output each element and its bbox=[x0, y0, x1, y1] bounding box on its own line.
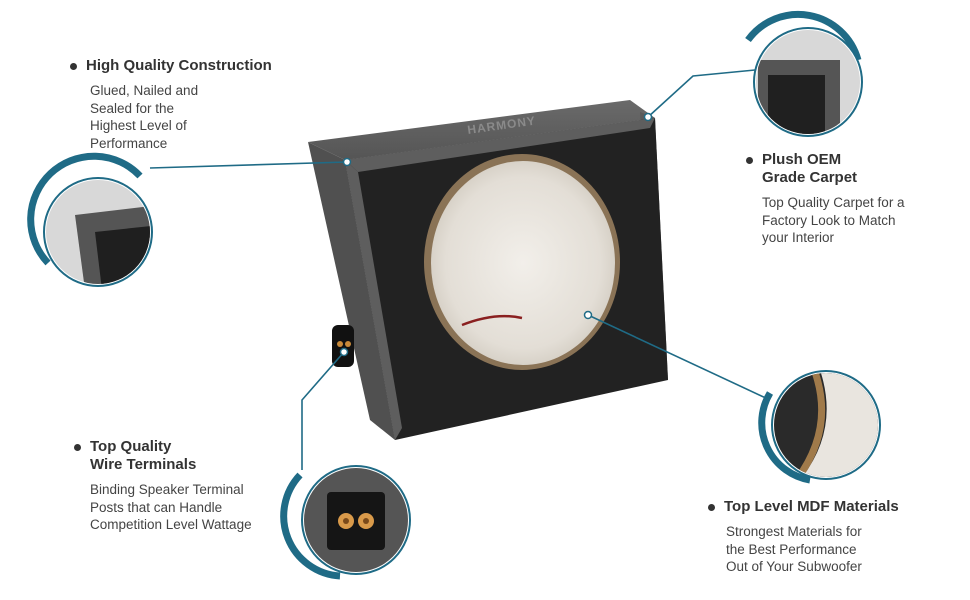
zoom-circle-terminals bbox=[280, 465, 411, 580]
side-terminal-cup bbox=[332, 325, 354, 367]
bullet-icon bbox=[74, 444, 81, 451]
text-line: the Best Performance bbox=[726, 541, 857, 557]
feature-mdf: Top Level MDF Materials Strongest Materi… bbox=[708, 498, 948, 576]
text-line: Top Quality Carpet for a bbox=[762, 195, 905, 210]
text-line: Factory Look to Match bbox=[762, 212, 896, 228]
text-line: Wire Terminals bbox=[90, 456, 197, 473]
text-line: High Quality Construction bbox=[86, 57, 272, 74]
feature-description: Strongest Materials for the Best Performa… bbox=[726, 523, 948, 576]
feature-description: Top Quality Carpet for a Factory Look to … bbox=[762, 194, 956, 247]
zoom-circle-mdf bbox=[758, 370, 881, 484]
zoom-circle-carpet bbox=[745, 10, 863, 137]
text-line: Grade Carpet bbox=[762, 169, 858, 186]
callout-lines bbox=[149, 69, 771, 470]
feature-construction: High Quality Construction Glued, Nailed … bbox=[70, 57, 330, 152]
bullet-icon bbox=[708, 504, 715, 511]
text-line: Out of Your Subwoofer bbox=[726, 559, 862, 574]
text-line: Top Level MDF Materials bbox=[724, 498, 899, 515]
text-line: Posts that can Handle bbox=[90, 499, 223, 515]
feature-title: High Quality Construction bbox=[70, 57, 330, 75]
subwoofer-box: HARMONY bbox=[308, 100, 668, 440]
text-line: Sealed for the bbox=[90, 100, 175, 116]
box-top-face bbox=[308, 100, 655, 160]
speaker-opening-fiber bbox=[431, 161, 615, 365]
box-side-face bbox=[308, 142, 395, 440]
text-line: Highest Level of bbox=[90, 118, 187, 133]
text-line: Top Quality bbox=[90, 438, 172, 455]
feature-title: Top Level MDF Materials bbox=[708, 498, 948, 516]
bullet-icon bbox=[70, 63, 77, 70]
zoom-circle-construction bbox=[27, 152, 153, 287]
text-line: Plush OEM bbox=[762, 151, 842, 168]
text-line: Performance bbox=[90, 135, 168, 151]
text-line: Binding Speaker Terminal bbox=[90, 482, 244, 497]
text-line: your Interior bbox=[762, 230, 835, 245]
text-line: Glued, Nailed and bbox=[90, 83, 199, 98]
bullet-icon bbox=[746, 157, 753, 164]
text-line: Strongest Materials for bbox=[726, 524, 862, 539]
text-line: Competition Level Wattage bbox=[90, 517, 252, 532]
